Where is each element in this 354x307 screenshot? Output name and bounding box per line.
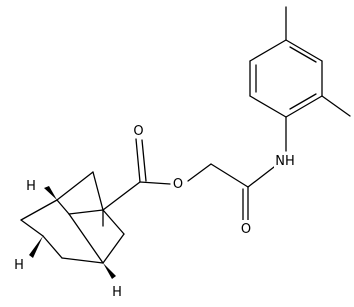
bond-ester-co-double-b xyxy=(141,139,147,182)
label-bg-h-top xyxy=(25,177,37,193)
bond-amide-c-n xyxy=(247,166,275,188)
bond-o-ch2 xyxy=(187,163,212,182)
bond-adamantane-7 xyxy=(42,235,63,259)
bond-adamantane-6 xyxy=(20,219,44,237)
bond-ring-6 xyxy=(285,95,323,118)
bond-ring-3 xyxy=(249,39,287,62)
bond-ester-c-o xyxy=(139,181,171,185)
bond-adamantane-9 xyxy=(102,233,125,264)
bond-ring-1 xyxy=(249,95,287,118)
bond-adamantane-1 xyxy=(92,171,104,211)
atom-label-ester-oxygen: O xyxy=(173,177,183,192)
wedge-layer xyxy=(29,186,116,279)
atom-label-amide-nitrogen: NH xyxy=(275,154,295,169)
bond-adamantane-3 xyxy=(68,209,104,215)
bond-ring-4 xyxy=(285,39,323,62)
wedge-bond-top-h xyxy=(44,186,57,200)
bond-adamantane-2 xyxy=(56,171,94,201)
atom-label-amide-carbonyl-oxygen: O xyxy=(241,222,251,237)
bond-adamantane-4 xyxy=(56,199,70,215)
label-bg-ester-carbonyl-o xyxy=(132,122,145,138)
bond-ring-inner-2 xyxy=(289,46,317,63)
label-bg-ester-o xyxy=(171,175,185,191)
atom-label-ester-carbonyl-oxygen: O xyxy=(133,124,143,139)
bond-ring-inner-3 xyxy=(289,93,317,110)
atom-label-bridgehead-h-bottom: H xyxy=(112,285,122,300)
bond-layer xyxy=(20,6,351,264)
bond-bridgehead-carbonyl xyxy=(102,181,141,211)
wedge-bond-left-h xyxy=(29,236,43,258)
bond-ch2-amide-c xyxy=(210,163,249,188)
bond-ester-co-double-a xyxy=(135,138,141,183)
bond-adamantane-11 xyxy=(68,213,104,264)
wedge-bond-bottom-h xyxy=(103,263,116,279)
label-bg-h-left xyxy=(13,256,25,272)
atom-label-bridgehead-h-top: H xyxy=(26,179,36,194)
bond-methyl-right xyxy=(321,95,351,117)
bond-adamantane-10 xyxy=(102,209,125,235)
atom-label-layer: O O O NH H H H xyxy=(13,122,296,300)
bond-adamantane-8 xyxy=(61,257,104,264)
bond-adamantane-5 xyxy=(20,199,58,221)
label-bg-nh xyxy=(274,152,296,168)
label-bg-h-bottom xyxy=(111,283,123,299)
atom-label-bridgehead-h-left: H xyxy=(14,258,24,273)
label-bg-amide-o xyxy=(239,220,253,236)
